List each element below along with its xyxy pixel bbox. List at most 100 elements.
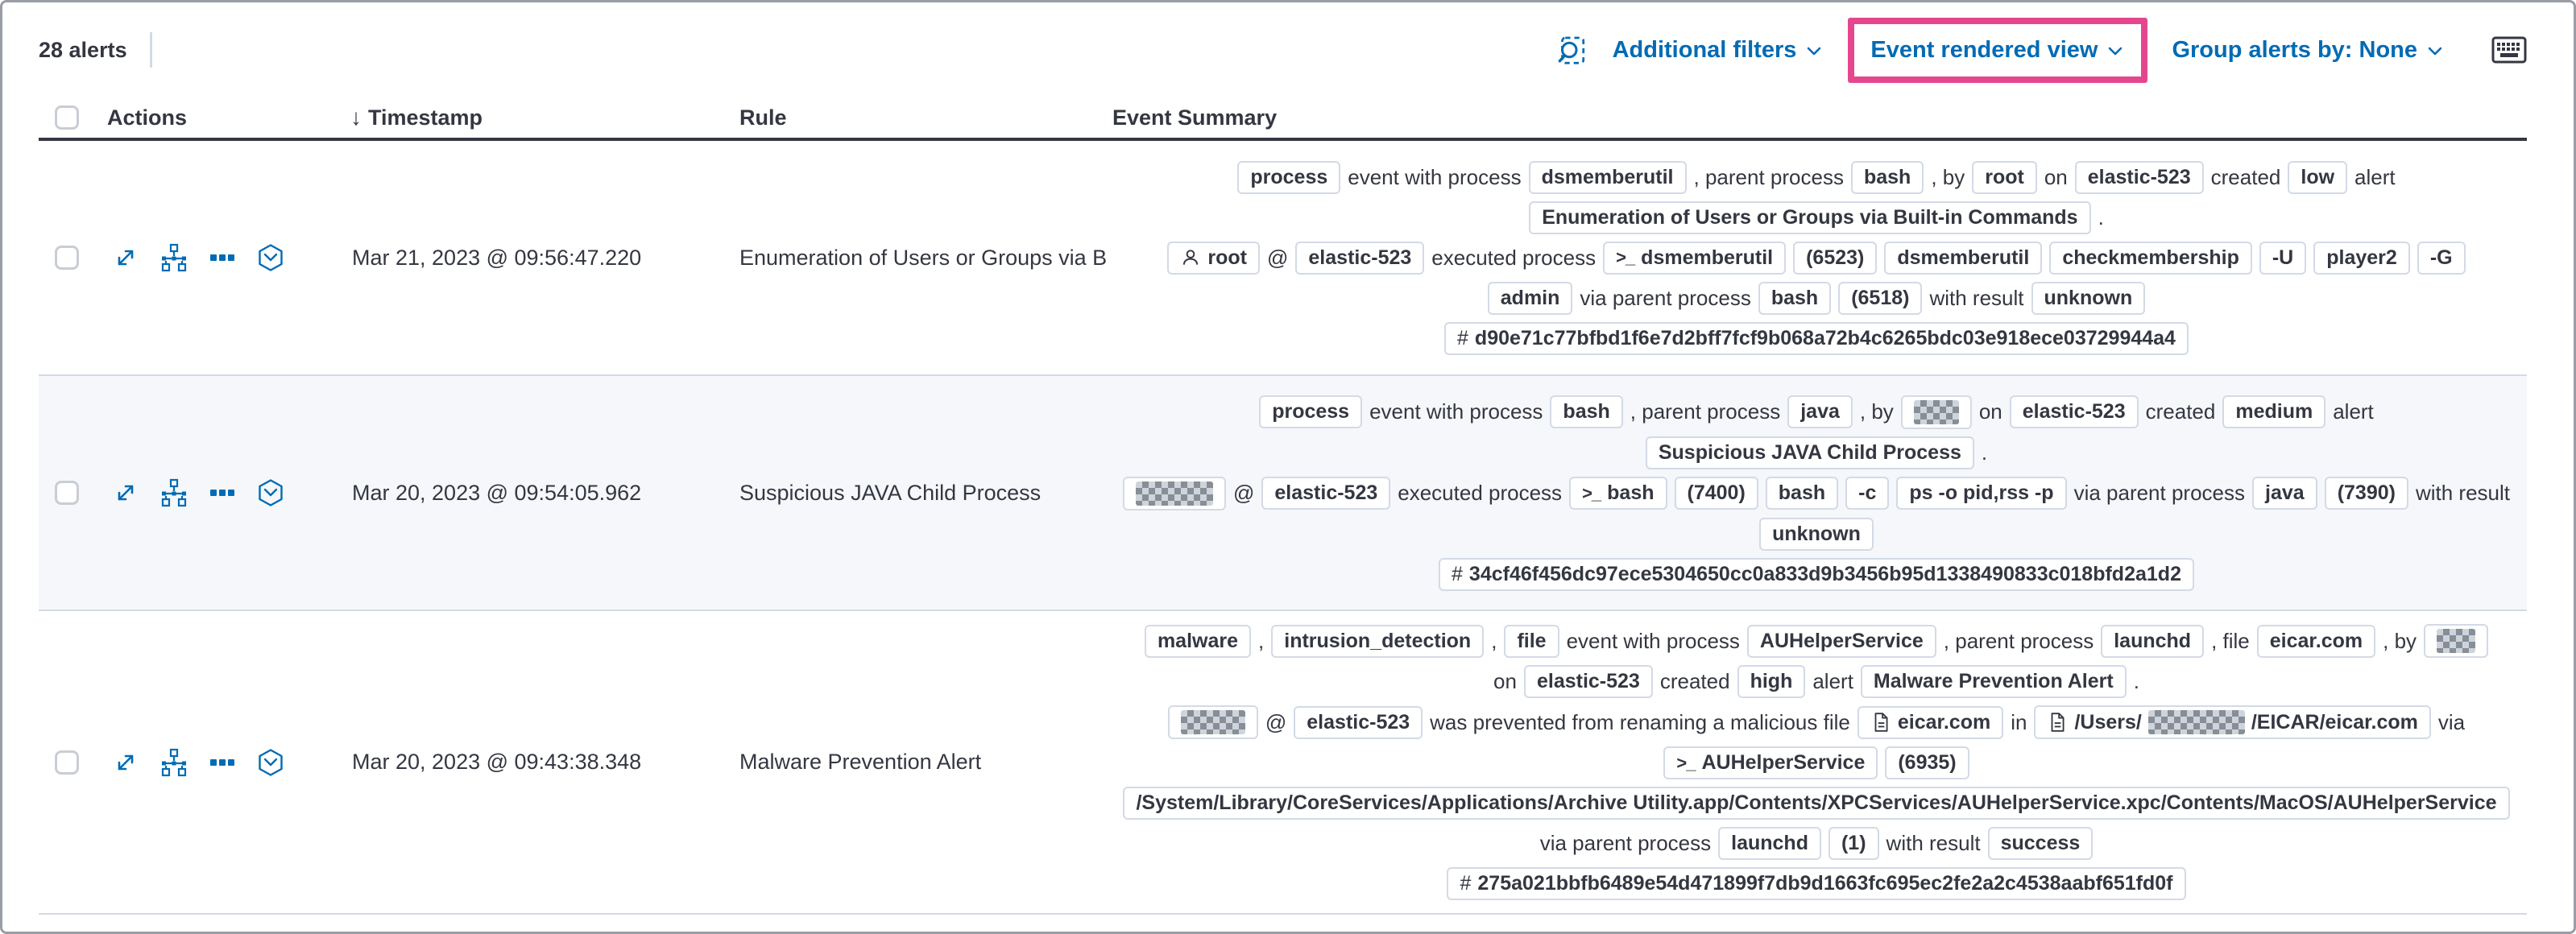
summary-badge[interactable]: process [1237,160,1341,194]
summary-badge[interactable]: Suspicious JAVA Child Process [1645,436,1974,469]
analyze-event-button[interactable] [159,243,188,272]
expand-alert-button[interactable] [111,243,140,272]
summary-badge[interactable]: launchd [1718,827,1821,860]
column-header-actions: Actions [107,105,188,130]
summary-badge[interactable]: root [1972,160,2037,194]
summary-badge[interactable]: unknown [2031,281,2146,315]
summary-badge[interactable]: unknown [1759,517,1874,551]
badge-text: (6935) [1898,751,1957,774]
summary-badge[interactable]: eicar.com [2256,624,2376,658]
summary-badge[interactable]: /System/Library/CoreServices/Application… [1123,787,2510,820]
summary-badge[interactable]: (1) [1828,827,1879,860]
badge-text: dsmemberutil [1897,246,2030,269]
summary-badge[interactable]: dsmemberutil [1884,241,2043,275]
summary-badge[interactable]: bash [1765,477,1839,510]
badge-text: (6523) [1806,246,1865,269]
summary-badge[interactable]: /Users//EICAR/eicar.com [2034,705,2431,739]
summary-badge[interactable]: elastic-523 [1523,665,1653,698]
summary-badge[interactable]: bash [1758,281,1832,315]
summary-badge[interactable]: high [1737,665,1806,698]
row-checkbox[interactable] [55,246,79,270]
keyboard-shortcuts-button[interactable] [2491,36,2527,64]
summary-badge[interactable]: java [2252,477,2317,510]
summary-badge[interactable]: root [1167,241,1260,275]
summary-badge[interactable]: >_AUHelperService [1663,746,1878,779]
column-header-rule[interactable]: Rule [739,105,787,130]
select-all-checkbox[interactable] [55,105,79,130]
summary-badge[interactable]: java [1787,395,1853,428]
expand-alert-button[interactable] [111,748,140,777]
summary-badge[interactable]: player2 [2313,241,2410,275]
summary-badge[interactable]: >_dsmemberutil [1603,241,1787,275]
summary-badge[interactable]: (6523) [1793,241,1878,275]
summary-badge[interactable]: >_bash [1569,477,1667,510]
summary-badge[interactable]: ps -o pid,rss -p [1896,477,2067,510]
column-header-timestamp[interactable]: ↓ Timestamp [350,105,483,130]
summary-badge[interactable]: low [2288,160,2348,194]
summary-badge[interactable] [1900,395,1972,429]
summary-text: executed process [1431,245,1597,270]
summary-badge[interactable]: -c [1845,477,1890,510]
summary-badge[interactable]: -U [2259,241,2307,275]
summary-badge[interactable]: elastic-523 [1261,477,1391,510]
additional-filters-button[interactable]: Additional filters [1613,37,1824,64]
expand-alert-button[interactable] [111,478,140,507]
summary-text: . [1981,440,1988,465]
summary-badge[interactable]: -G [2417,241,2466,275]
analyze-event-button[interactable] [159,478,188,507]
summary-badge[interactable]: (6518) [1838,281,1923,315]
summary-badge[interactable] [2424,624,2489,658]
badge-text: bash [1863,165,1911,188]
session-view-button[interactable] [256,478,285,507]
summary-badge[interactable]: #34cf46f456dc97ece5304650cc0a833d9b3456b… [1439,557,2194,591]
row-checkbox[interactable] [55,750,79,775]
summary-badge[interactable]: elastic-523 [2009,395,2139,428]
group-alerts-by-button[interactable]: Group alerts by: None [2172,37,2445,64]
column-header-event-summary[interactable]: Event Summary [1112,105,1278,130]
summary-badge[interactable]: bash [1550,395,1623,428]
summary-badge[interactable]: launchd [2101,624,2205,658]
summary-badge[interactable] [1122,476,1226,510]
summary-text: @ [1265,709,1287,734]
summary-badge[interactable]: eicar.com [1857,705,2004,739]
summary-text: on [2044,164,2068,189]
summary-badge[interactable]: malware [1144,624,1252,658]
summary-badge[interactable]: #275a021bbfb6489e54d471899f7db9d1663fc69… [1447,867,2186,900]
summary-badge[interactable]: checkmembership [2049,241,2252,275]
summary-badge[interactable]: bash [1850,160,1924,194]
summary-badge[interactable]: elastic-523 [1294,705,1423,739]
summary-badge[interactable]: AUHelperService [1746,624,1936,658]
summary-text: , by [1859,399,1894,424]
analyze-event-button[interactable] [159,748,188,777]
session-view-button[interactable] [256,243,285,272]
row-checkbox[interactable] [55,481,79,505]
inspect-button[interactable] [1556,34,1588,66]
summary-badge[interactable]: elastic-523 [1295,241,1425,275]
more-actions-button[interactable] [208,748,237,777]
summary-badge[interactable]: dsmemberutil [1528,160,1687,194]
summary-badge[interactable]: (7390) [2324,477,2408,510]
session-view-button[interactable] [256,748,285,777]
summary-badge[interactable]: #d90e71c77bfbd1f6e7d2bff7fcf9b068a72b4c6… [1444,321,2189,355]
more-actions-button[interactable] [208,478,237,507]
summary-badge[interactable] [1167,705,1258,739]
summary-text: , parent process [1943,628,2094,653]
alerts-toolbar: 28 alerts Additional filters [2,2,2574,97]
summary-badge[interactable]: process [1259,395,1363,428]
summary-badge[interactable]: intrusion_detection [1271,624,1485,658]
summary-text: , by [2383,628,2417,653]
summary-badge[interactable]: success [1987,827,2094,860]
summary-badge[interactable]: elastic-523 [2074,160,2204,194]
summary-badge[interactable]: (7400) [1674,477,1758,510]
summary-badge[interactable]: Malware Prevention Alert [1860,665,2127,698]
event-rendered-view-button[interactable]: Event rendered view [1870,37,2125,64]
summary-badge[interactable]: admin [1487,281,1573,315]
summary-badge[interactable]: (6935) [1885,746,1969,779]
badge-text: dsmemberutil [1541,165,1674,188]
summary-badge[interactable]: file [1504,624,1559,658]
more-actions-button[interactable] [208,243,237,272]
summary-badge[interactable]: Enumeration of Users or Groups via Built… [1529,200,2091,234]
summary-badge[interactable]: medium [2222,395,2326,428]
